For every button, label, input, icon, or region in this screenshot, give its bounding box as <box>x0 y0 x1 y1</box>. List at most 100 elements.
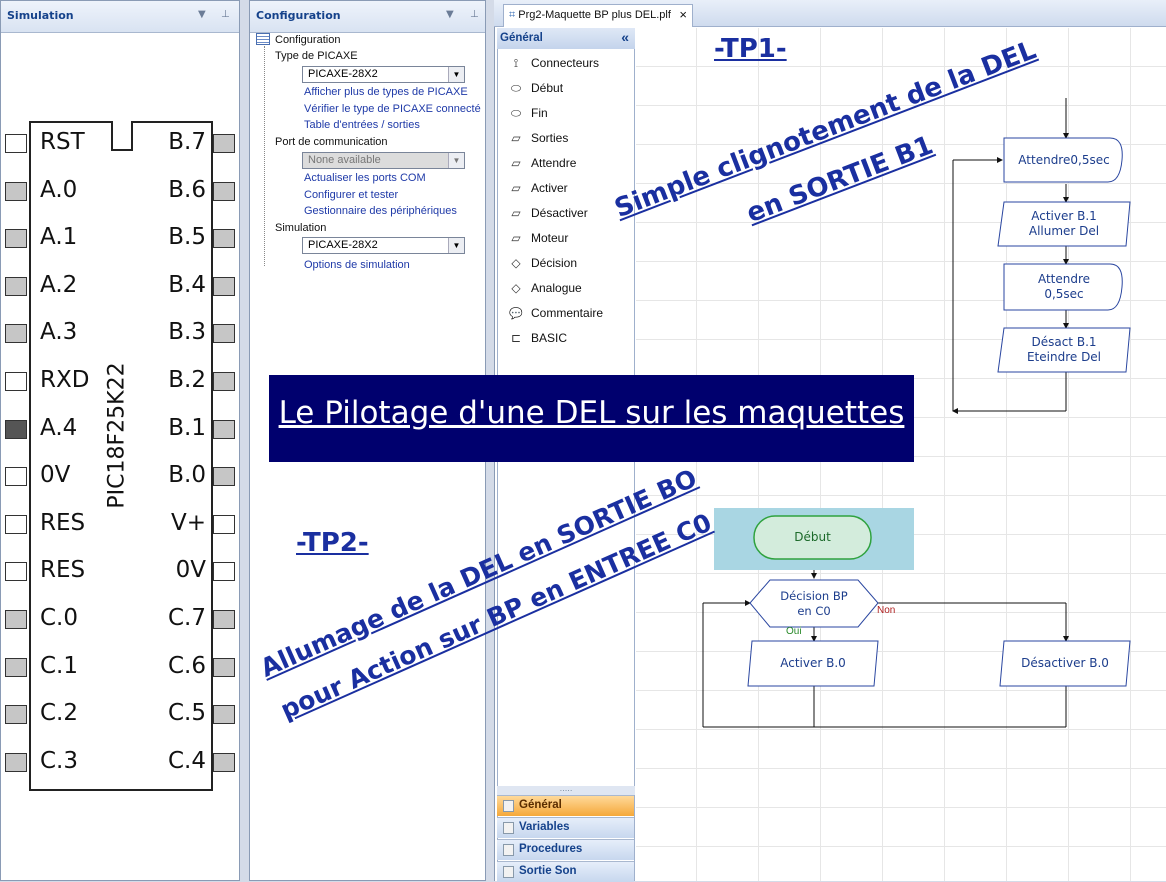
deactivate-icon: ▱ <box>511 206 521 220</box>
link-device-manager[interactable]: Gestionnaire des périphériques <box>304 205 457 217</box>
pin-icon[interactable]: ⊥ <box>221 9 230 20</box>
pin-left-12[interactable] <box>5 705 27 725</box>
pin-left-0[interactable] <box>5 134 27 153</box>
pin-left-3[interactable] <box>5 276 27 296</box>
toolbox-splitter[interactable]: ..... <box>497 785 635 795</box>
port-section[interactable]: Port de communication <box>275 136 388 148</box>
toolbox-item-end[interactable]: ⬭Fin <box>509 106 548 121</box>
pin-right-10[interactable] <box>213 610 235 629</box>
pin-label-left: RST <box>40 129 85 155</box>
pin-right-2[interactable] <box>213 229 235 249</box>
pin-right-6[interactable] <box>213 419 235 439</box>
pin-label-right: C.4 <box>167 747 206 774</box>
connectors-icon: ⟟ <box>513 56 519 70</box>
pin-right-0[interactable] <box>213 134 235 153</box>
toolbox-item-decision[interactable]: ◇Décision <box>509 256 577 270</box>
toolbox-tab-general[interactable]: Général <box>497 795 634 816</box>
link-io-table[interactable]: Table d'entrées / sorties <box>304 119 420 131</box>
toolbox-item-analogue[interactable]: ◇Analogue <box>509 281 581 295</box>
toolbox-item-start[interactable]: ⬭Début <box>509 81 563 96</box>
pin-right-1[interactable] <box>213 181 235 201</box>
pin-left-1[interactable] <box>5 181 27 201</box>
title-banner <box>269 375 914 462</box>
pin-right-4[interactable] <box>213 324 235 344</box>
toolbox-item-basic[interactable]: ⊏BASIC <box>509 331 567 345</box>
pin-right-3[interactable] <box>213 276 235 296</box>
toolbox-tab-variables[interactable]: Variables <box>497 817 634 838</box>
pin-right-9[interactable] <box>213 562 235 582</box>
pin-label-right: 0V <box>175 557 206 584</box>
pin-right-11[interactable] <box>213 657 235 677</box>
wait-icon: ▱ <box>511 156 521 170</box>
tp2-on-block[interactable]: Activer B.0 <box>780 656 846 670</box>
toolbox-item-wait[interactable]: ▱Attendre <box>509 156 576 170</box>
link-check-type[interactable]: Vérifier le type de PICAXE connecté <box>304 103 481 115</box>
tp2-decision-shape <box>749 579 879 628</box>
toolbox-tab-sound-output[interactable]: Sortie Son <box>497 861 634 882</box>
comment-icon: 💬 <box>509 308 523 320</box>
tp2-off-block[interactable]: Désactiver B.0 <box>1021 656 1109 670</box>
collapse-icon[interactable]: « <box>621 29 629 45</box>
pin-label-right: B.6 <box>168 176 206 203</box>
document-tab[interactable]: ⌗ Prg2-Maquette BP plus DEL.plf × <box>503 4 693 27</box>
pin-left-9[interactable] <box>5 562 27 582</box>
outputs-icon: ▱ <box>511 131 521 145</box>
tp2-on-shape <box>747 640 879 687</box>
pin-left-11[interactable] <box>5 657 27 677</box>
link-refresh-com[interactable]: Actualiser les ports COM <box>304 172 426 184</box>
simulation-section[interactable]: Simulation <box>275 222 327 234</box>
pin-left-2[interactable] <box>5 229 27 249</box>
pin-right-5[interactable] <box>213 372 235 391</box>
toolbox-item-connectors[interactable]: ⟟Connecteurs <box>509 56 599 71</box>
pin-right-13[interactable] <box>213 752 235 772</box>
type-section[interactable]: Type de PICAXE <box>275 50 358 62</box>
tab-icon <box>503 844 514 856</box>
activate-icon: ▱ <box>511 181 521 195</box>
pin-left-10[interactable] <box>5 610 27 629</box>
chip-notch <box>111 121 133 151</box>
pin-label-left: RES <box>40 509 86 536</box>
tab-icon <box>503 800 514 812</box>
pin-label-left: A.4 <box>40 414 78 441</box>
toolbox-item-outputs[interactable]: ▱Sorties <box>509 131 568 145</box>
end-icon: ⬭ <box>510 106 522 120</box>
pin-left-7[interactable] <box>5 467 27 487</box>
tp2-title: -TP2- <box>296 528 369 558</box>
com-port-select[interactable]: None available▼ <box>302 152 465 169</box>
pin-left-8[interactable] <box>5 514 27 534</box>
picaxe-type-select[interactable]: PICAXE-28X2▼ <box>302 66 465 83</box>
toolbox-item-activate[interactable]: ▱Activer <box>509 181 567 195</box>
link-configure-test[interactable]: Configurer et tester <box>304 189 399 201</box>
toolbox-item-motor[interactable]: ▱Moteur <box>509 231 568 245</box>
pin-left-4[interactable] <box>5 324 27 344</box>
toolbox-item-deactivate[interactable]: ▱Désactiver <box>509 206 587 220</box>
pin-label-right: V+ <box>170 509 206 536</box>
pin-left-6[interactable] <box>5 419 27 439</box>
panel-menu-icon[interactable]: ▼ <box>198 9 206 20</box>
pin-right-8[interactable] <box>213 514 235 534</box>
pin-left-13[interactable] <box>5 752 27 772</box>
tp2-start-block[interactable]: Début <box>794 530 831 544</box>
config-root[interactable]: Configuration <box>275 34 341 46</box>
yes-label: Oui <box>786 626 802 637</box>
close-tab-icon[interactable]: × <box>679 7 687 22</box>
toolbox-tab-procedures[interactable]: Procedures <box>497 839 634 860</box>
panel-menu-icon[interactable]: ▼ <box>446 9 454 20</box>
chevron-down-icon: ▼ <box>448 153 464 168</box>
pin-right-7[interactable] <box>213 467 235 487</box>
tp1-wait2-shape <box>1003 263 1123 311</box>
toolbox-item-comment[interactable]: 💬Commentaire <box>509 306 603 320</box>
pin-label-right: C.7 <box>167 605 206 631</box>
link-more-types[interactable]: Afficher plus de types de PICAXE <box>304 86 468 98</box>
pin-right-12[interactable] <box>213 705 235 725</box>
pin-left-5[interactable] <box>5 372 27 391</box>
pin-icon[interactable]: ⊥ <box>470 9 479 20</box>
decision-icon: ◇ <box>511 256 521 270</box>
link-simulation-options[interactable]: Options de simulation <box>304 259 410 271</box>
simulation-type-select[interactable]: PICAXE-28X2▼ <box>302 237 465 254</box>
